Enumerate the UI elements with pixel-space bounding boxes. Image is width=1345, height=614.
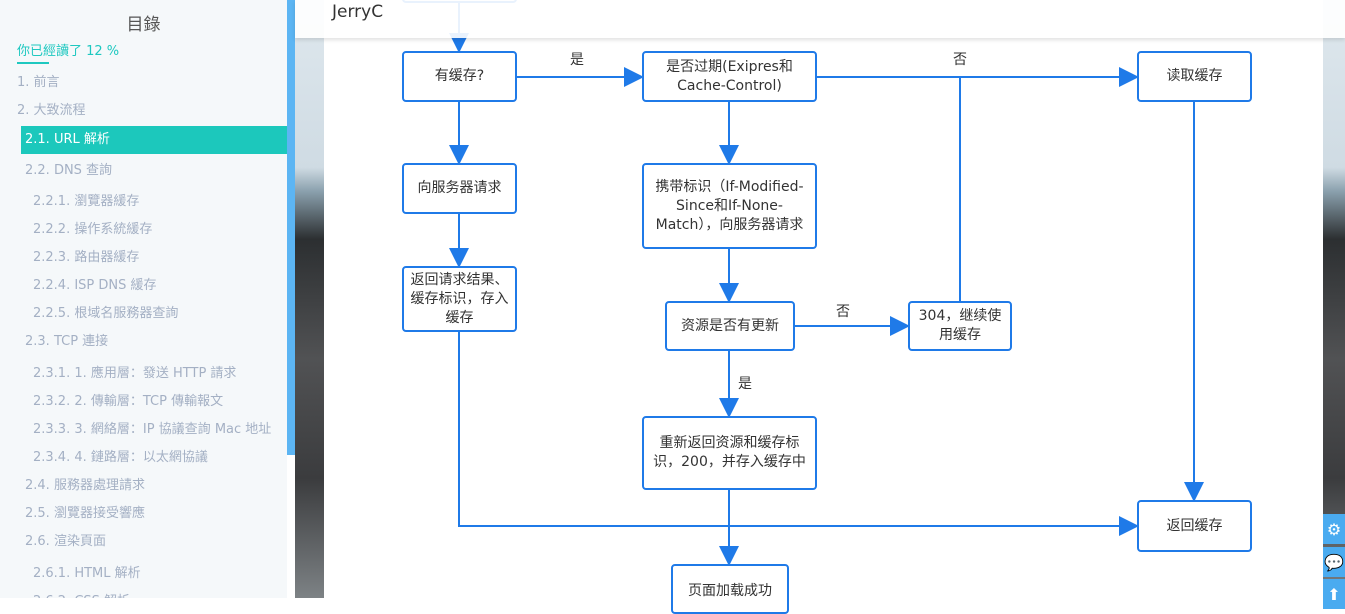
toc-item[interactable]: 2.6.1. HTML 解析 (33, 566, 141, 581)
flow-node-read-cache: 读取缓存 (1137, 51, 1252, 102)
toc-item[interactable]: 2.6. 渲染頁面 (25, 534, 106, 549)
flow-node-resource-updated: 资源是否有更新 (665, 301, 795, 351)
settings-button[interactable]: ⚙ (1323, 514, 1345, 544)
article-card: 有缓存? 是否过期(Exipres和Cache-Control) 读取缓存 向服… (324, 0, 1323, 614)
label-no: 否 (953, 52, 967, 68)
sidebar-scrollbar[interactable] (287, 0, 295, 455)
comment-button[interactable]: 💬 (1323, 547, 1345, 577)
toc-item[interactable]: 2. 大致流程 (17, 103, 86, 118)
label-yes: 是 (738, 376, 752, 392)
toc-item[interactable]: 2.2.3. 路由器緩存 (33, 250, 140, 265)
reading-progress: 你已經讀了 12 % (17, 44, 120, 59)
flow-node-expired: 是否过期(Exipres和Cache-Control) (642, 51, 817, 102)
comment-icon: 💬 (1324, 552, 1344, 572)
toc-item[interactable]: 2.3.1. 1. 應用層：發送 HTTP 請求 (33, 366, 237, 381)
flow-node-return-cache: 返回缓存 (1137, 500, 1252, 552)
toc-title: 目錄 (126, 15, 161, 35)
label-no: 否 (836, 304, 850, 320)
label-yes: 是 (570, 52, 584, 68)
flow-node-with-identifier: 携带标识（If-Modified-Since和If-None-Match），向服… (642, 163, 817, 249)
arrow-up-icon: ⬆ (1327, 584, 1341, 604)
progress-underline (17, 62, 49, 64)
site-brand[interactable]: JerryC (332, 2, 384, 22)
flow-node-request-server: 向服务器请求 (402, 163, 517, 214)
toc-item[interactable]: 2.3.4. 4. 鏈路層：以太網協議 (33, 450, 208, 465)
flowchart-connectors (449, 0, 1204, 566)
flow-node-page-loaded: 页面加载成功 (671, 564, 789, 614)
gear-icon: ⚙ (1326, 519, 1342, 539)
back-to-top-button[interactable]: ⬆ (1323, 579, 1345, 609)
flow-node-return-result: 返回请求结果、缓存标识，存入缓存 (402, 266, 517, 332)
toc-item[interactable]: 2.6.2. CSS 解析 (33, 590, 130, 598)
toc-item[interactable]: 1. 前言 (17, 75, 60, 90)
top-header: JerryC (295, 0, 1345, 38)
toc-item[interactable]: 2.4. 服務器處理請求 (25, 478, 145, 493)
flow-node-304: 304，继续使用缓存 (908, 301, 1012, 351)
toc-item[interactable]: 2.3.2. 2. 傳輸層：TCP 傳輸報文 (33, 394, 224, 409)
toc-item[interactable]: 2.2.2. 操作系統緩存 (33, 222, 153, 237)
toc-item[interactable]: 2.2.5. 根域名服務器查詢 (33, 306, 179, 321)
toc-item[interactable]: 2.2. DNS 查詢 (25, 163, 113, 178)
toc-item[interactable]: 2.5. 瀏覽器接受響應 (25, 506, 145, 521)
toc-item[interactable]: 2.2.4. ISP DNS 緩存 (33, 278, 157, 293)
arrow-return-cache (458, 332, 1139, 536)
flow-node-has-cache: 有缓存? (402, 51, 517, 102)
flow-node-return-new: 重新返回资源和缓存标识，200，并存入缓存中 (642, 416, 817, 490)
toc-sidebar: 目錄 你已經讀了 12 % 1. 前言 2. 大致流程 2.1. URL 解析 2.2… (0, 0, 287, 598)
toc-item[interactable]: 2.3. TCP 連接 (25, 334, 109, 349)
toc-item[interactable]: 2.3.3. 3. 網絡層：IP 協議查詢 Mac 地址 (33, 422, 272, 437)
toc-item[interactable]: 2.2.1. 瀏覽器緩存 (33, 194, 140, 209)
toc-item[interactable]: 2.1. URL 解析 (21, 126, 287, 154)
